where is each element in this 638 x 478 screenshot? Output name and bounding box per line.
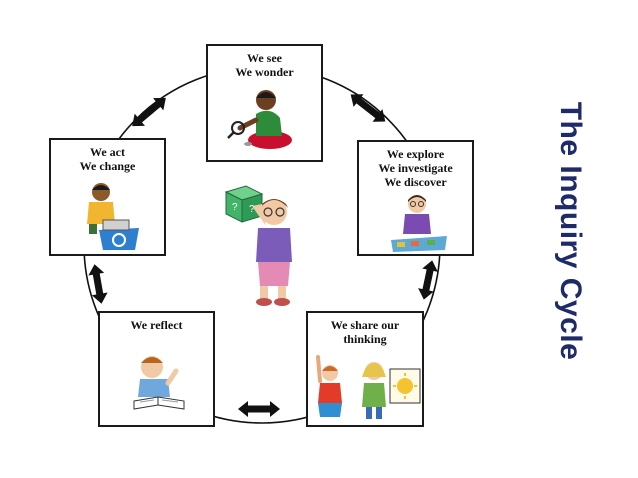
stage-box-share: We share our thinking <box>306 311 424 427</box>
child-recycling-icon <box>87 183 139 250</box>
double-arrow-see-explore <box>350 94 386 122</box>
stage-box-see: We see We wonder <box>206 44 323 162</box>
stage-box-reflect: We reflect <box>98 311 215 427</box>
svg-text:?: ? <box>249 204 255 215</box>
stage-label-act: We act We change <box>79 145 136 173</box>
title-text: The Inquiry Cycle <box>554 101 587 361</box>
double-arrow-reflect-share <box>238 401 280 417</box>
double-arrow-act-reflect <box>88 264 108 304</box>
child-holding-question-cube-icon: ? ? <box>224 185 292 306</box>
stage-label-explore: We explore We investigate We discover <box>378 147 453 189</box>
child-with-puzzle-icon <box>391 195 447 252</box>
double-arrow-explore-share <box>418 260 438 300</box>
double-arrow-see-act <box>132 97 166 127</box>
stage-label-see: We see We wonder <box>235 51 294 79</box>
children-presenting-icon <box>316 355 421 419</box>
svg-text:?: ? <box>232 202 238 213</box>
stage-label-share: We share our thinking <box>330 318 400 346</box>
stage-box-explore: We explore We investigate We discover <box>357 140 474 256</box>
child-thinking-icon <box>133 356 185 410</box>
child-with-magnifier-icon <box>227 90 292 149</box>
diagram-title: The Inquiry Cycle <box>548 66 592 396</box>
stage-label-reflect: We reflect <box>130 318 183 332</box>
stage-box-act: We act We change <box>49 138 166 256</box>
